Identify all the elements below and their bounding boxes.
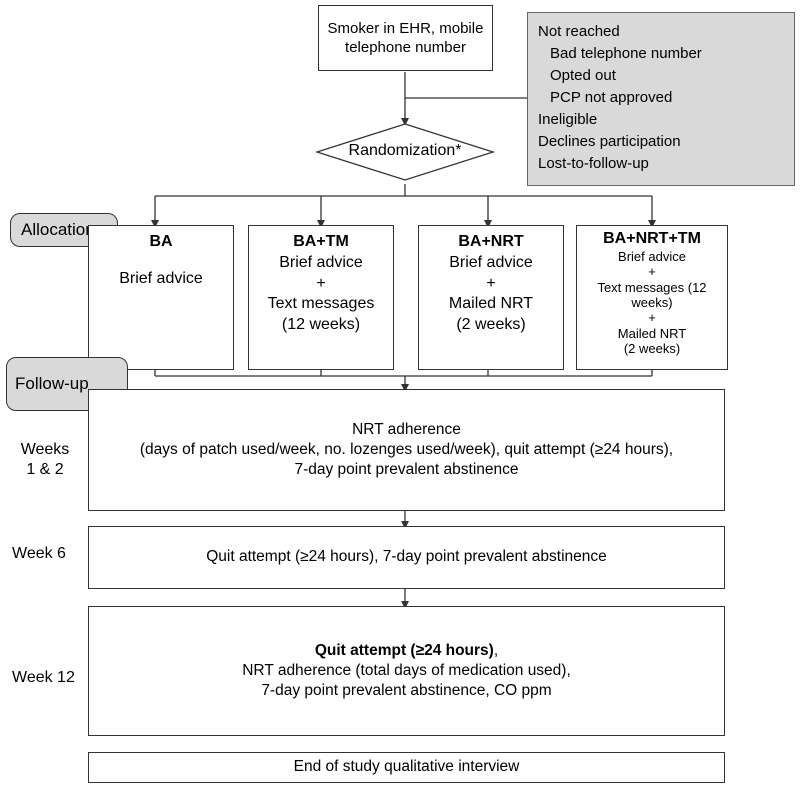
arm-line: + — [316, 274, 326, 292]
arm-title: BA+TM — [293, 233, 349, 250]
arm-box-ba-nrt-tm: BA+NRT+TM Brief advice + Text messages (… — [576, 225, 728, 370]
arm-line: Brief advice — [119, 269, 203, 287]
timepoint-box-week-6: Quit attempt (≥24 hours), 7-day point pr… — [88, 526, 725, 589]
outcome-line: 7-day point prevalent abstinence — [294, 461, 519, 479]
exclusion-item: Opted out — [550, 67, 616, 84]
randomization-label: Randomization* — [348, 142, 462, 159]
not-reached-label: Not reached — [538, 23, 620, 40]
arm-line: Text messages — [267, 295, 375, 313]
arm-line: + — [486, 274, 496, 292]
start-box: Smoker in EHR, mobile telephone number — [318, 5, 493, 71]
exclusion-item: Declines participation — [538, 133, 681, 150]
arm-title: BA+NRT+TM — [603, 230, 701, 247]
arm-title: BA+NRT — [458, 233, 524, 250]
exclusion-item: Lost-to-follow-up — [538, 155, 649, 172]
arm-box-ba-tm: BA+TM Brief advice + Text messages (12 w… — [248, 225, 394, 370]
arm-line: (2 weeks) — [623, 340, 681, 356]
arm-line: Mailed NRT — [448, 295, 534, 313]
timepoint-label-week-6: Week 6 — [12, 545, 66, 562]
arm-line: Brief advice — [618, 248, 686, 264]
arm-line: Brief advice — [279, 253, 363, 271]
arm-line: (2 weeks) — [456, 316, 526, 334]
timepoint-box-week-12: Quit attempt (≥24 hours), NRT adherence … — [88, 606, 725, 736]
end-box: End of study qualitative interview — [88, 752, 725, 783]
arm-line: + — [648, 264, 656, 280]
arm-line: Brief advice — [449, 253, 533, 271]
timepoint-label-weeks-1-2: Weeks 1 & 2 — [20, 441, 70, 478]
arm-line: Text messages (12 — [597, 279, 707, 295]
arm-line: (12 weeks) — [281, 316, 361, 334]
arm-box-ba: BA Brief advice — [88, 225, 234, 370]
outcome-line: NRT adherence (total days of medication … — [242, 661, 571, 679]
exclusion-box: Not reached Bad telephone number Opted o… — [527, 12, 795, 186]
start-line-1: Smoker in EHR, mobile — [327, 19, 484, 37]
arm-line: Mailed NRT — [617, 325, 687, 341]
exclusion-item: PCP not approved — [550, 89, 673, 106]
arm-box-ba-nrt: BA+NRT Brief advice + Mailed NRT (2 week… — [418, 225, 564, 370]
exclusion-item: Bad telephone number — [550, 45, 702, 62]
arm-line: + — [648, 310, 656, 326]
timepoint-label-week-12: Week 12 — [12, 669, 75, 686]
outcome-bold-line: Quit attempt (≥24 hours), — [314, 641, 499, 659]
outcome-line: NRT adherence — [352, 420, 461, 438]
start-line-2: telephone number — [345, 39, 466, 56]
outcome-line: 7-day point prevalent abstinence, CO ppm — [261, 682, 552, 700]
outcome-line: Quit attempt (≥24 hours), 7-day point pr… — [206, 548, 607, 566]
timepoint-box-weeks-1-2: NRT adherence (days of patch used/week, … — [88, 389, 725, 511]
arm-title: BA — [149, 233, 173, 250]
exclusion-item: Ineligible — [538, 111, 598, 128]
arm-line: weeks) — [631, 294, 673, 310]
outcome-line: (days of patch used/week, no. lozenges u… — [139, 440, 674, 458]
